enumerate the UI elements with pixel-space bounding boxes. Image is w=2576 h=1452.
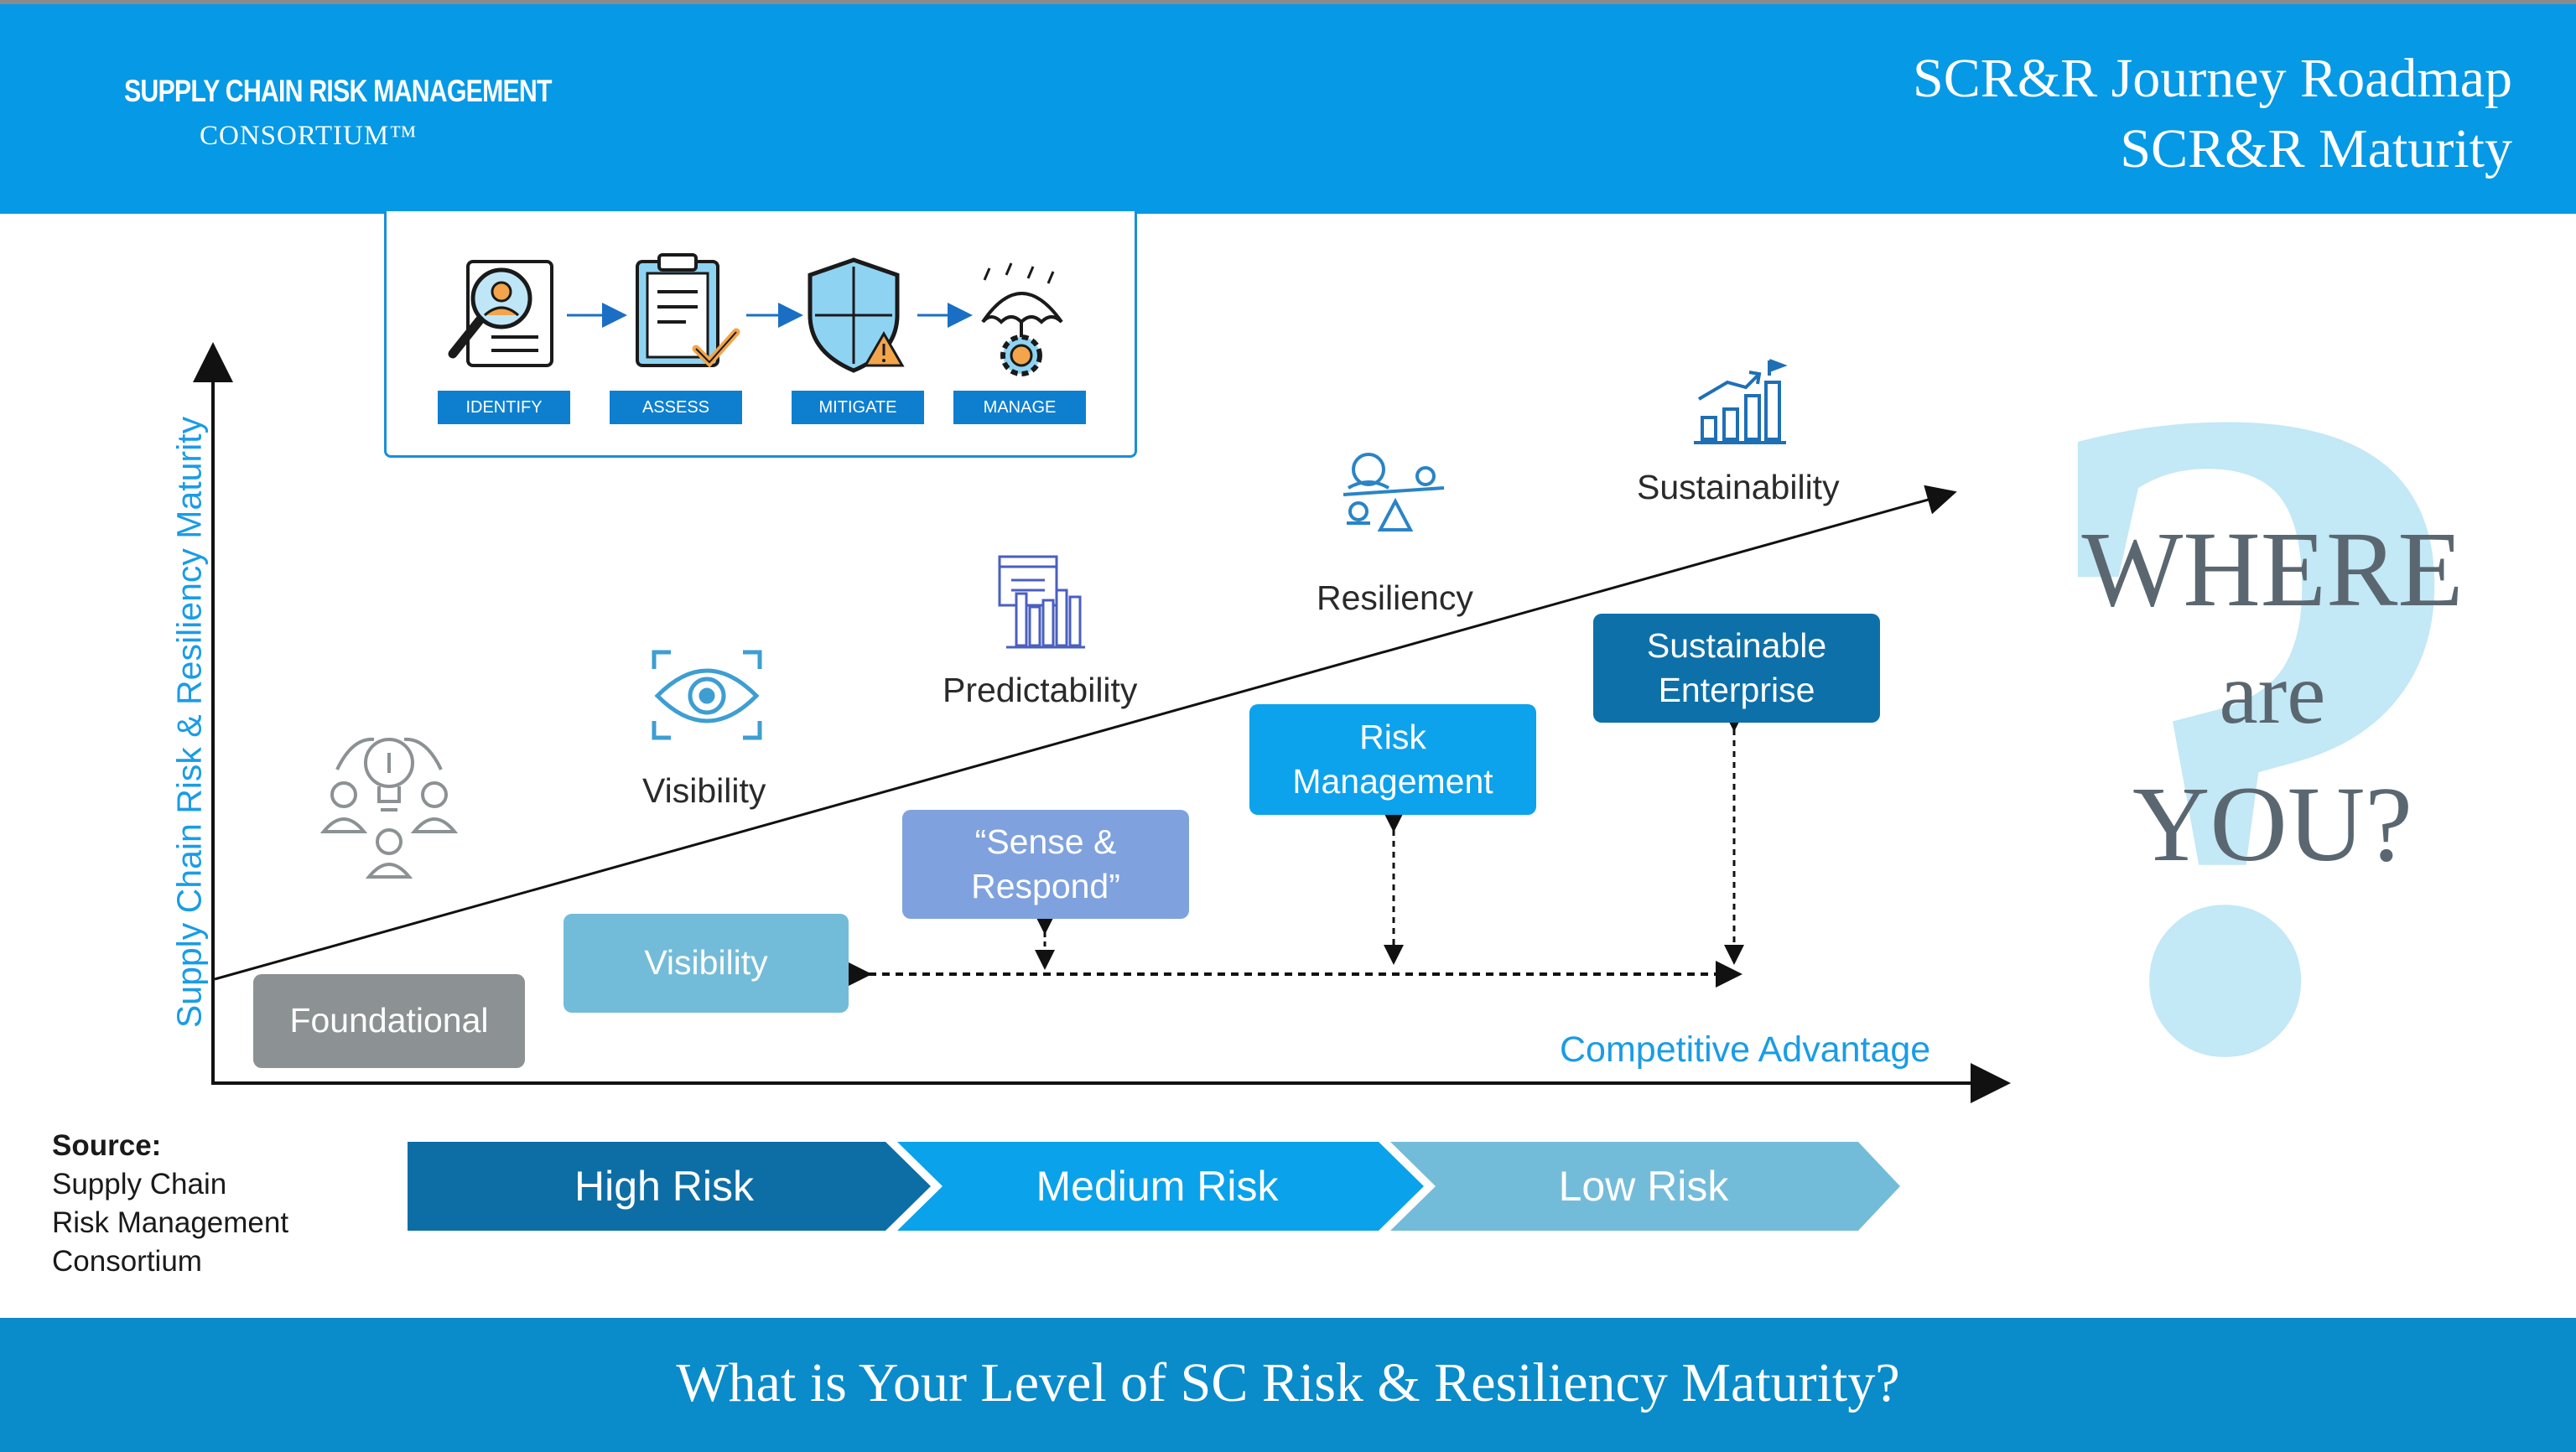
capability-resiliency: Resiliency xyxy=(1317,578,1473,617)
risk-band-arrows xyxy=(408,1142,1900,1231)
magnifier-document-icon xyxy=(448,260,553,367)
callout-are: are xyxy=(2219,646,2326,742)
callout-where: WHERE xyxy=(2081,510,2464,629)
umbrella-gear-icon xyxy=(981,262,1063,376)
step-identify: IDENTIFY xyxy=(438,391,570,424)
maturity-diagram xyxy=(193,342,2011,1103)
header-title: SCR&R Journey Roadmap xyxy=(1912,48,2512,109)
level-sustainable-enterprise: Sustainable Enterprise xyxy=(1593,614,1880,723)
y-axis-label: Supply Chain Risk & Resiliency Maturity xyxy=(169,416,209,1029)
process-icons xyxy=(448,253,1063,376)
footer-bar xyxy=(0,1318,2576,1452)
x-axis-label: Competitive Advantage xyxy=(1560,1029,1931,1070)
capability-predictability: Predictability xyxy=(943,671,1138,709)
footer-question: What is Your Level of SC Risk & Resilien… xyxy=(676,1352,1900,1413)
step-assess: ASSESS xyxy=(610,391,742,424)
risk-band-medium: Medium Risk xyxy=(1036,1163,1279,1210)
source-heading: Source: xyxy=(52,1129,162,1162)
source-line-3: Consortium xyxy=(52,1245,202,1278)
top-strip xyxy=(0,0,2576,4)
lightbulb-team-icon xyxy=(319,737,459,879)
capability-sustainability: Sustainability xyxy=(1637,468,1840,506)
risk-band-low: Low Risk xyxy=(1558,1163,1729,1210)
trend-line xyxy=(214,485,1957,981)
risk-band-medium-shape xyxy=(897,1142,1424,1231)
source-line-1: Supply Chain xyxy=(52,1168,227,1200)
source-line-2: Risk Management xyxy=(52,1206,289,1239)
source-note: Source: Supply Chain Risk Management Con… xyxy=(52,1127,288,1281)
level-visibility: Visibility xyxy=(564,914,849,1013)
dashboard-chart-icon xyxy=(998,555,1085,649)
logo-subtitle: CONSORTIUM™ xyxy=(200,121,418,151)
clipboard-checklist-icon xyxy=(636,253,740,368)
step-manage: MANAGE xyxy=(953,391,1086,424)
level-sense-respond: “Sense & Respond” xyxy=(902,810,1189,919)
risk-band-high: High Risk xyxy=(574,1163,754,1210)
eye-icon xyxy=(652,650,762,740)
level-risk-management: Risk Management xyxy=(1249,704,1536,815)
header-subtitle: SCR&R Maturity xyxy=(2120,118,2512,179)
step-mitigate: MITIGATE xyxy=(792,391,924,424)
balance-icon xyxy=(1343,453,1445,532)
growth-chart-icon xyxy=(1694,359,1788,444)
risk-band-high-shape xyxy=(408,1142,931,1231)
question-mark-graphic: ? xyxy=(2021,208,2490,1247)
callout-you: YOU? xyxy=(2132,765,2413,884)
level-foundational: Foundational xyxy=(253,974,525,1068)
risk-band-low-shape xyxy=(1390,1142,1900,1231)
header-bar xyxy=(0,4,2576,214)
capability-visibility: Visibility xyxy=(642,771,766,810)
shield-warning-icon xyxy=(808,257,905,373)
